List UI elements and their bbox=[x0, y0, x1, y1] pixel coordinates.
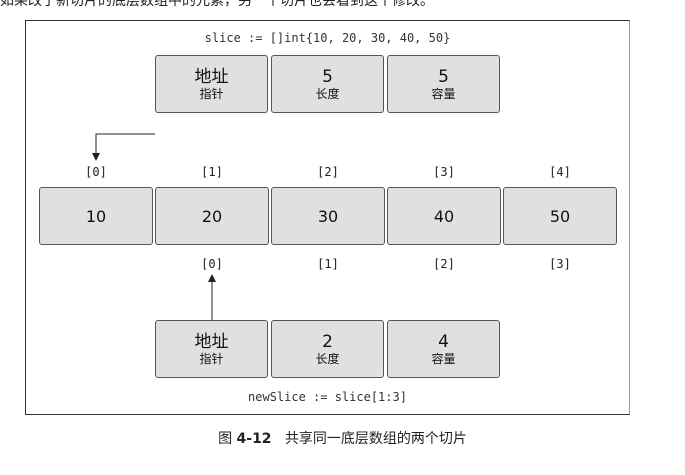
figure-caption-prefix: 图 bbox=[218, 431, 237, 447]
diagram-frame bbox=[25, 20, 630, 415]
array-cell: 30 bbox=[271, 187, 385, 245]
slice-capacity-value: 5 bbox=[438, 66, 449, 87]
newslice-capacity-label: 容量 bbox=[431, 351, 456, 366]
slice-length-box: 5 长度 bbox=[271, 55, 384, 113]
newslice-index-label: [2] bbox=[433, 257, 455, 271]
newslice-declaration: newSlice := slice[1:3] bbox=[248, 390, 407, 404]
slice-pointer-label: 地址 bbox=[194, 66, 229, 87]
slice-length-value: 5 bbox=[322, 66, 333, 87]
newslice-pointer-box: 地址 指针 bbox=[155, 320, 268, 378]
array-cell: 10 bbox=[39, 187, 153, 245]
newslice-pointer-sublabel: 指针 bbox=[199, 351, 224, 366]
array-index-label: [4] bbox=[549, 165, 571, 179]
slice-pointer-arrow bbox=[92, 133, 155, 161]
array-cell: 50 bbox=[503, 187, 617, 245]
previous-text-fragment: 如果改了新切片的底层数组中的元素，另一个切片也会看到这个修改。 bbox=[0, 0, 434, 9]
array-index-label: [3] bbox=[433, 165, 455, 179]
newslice-length-label: 长度 bbox=[315, 351, 340, 366]
newslice-capacity-value: 4 bbox=[438, 331, 449, 352]
newslice-pointer-label: 地址 bbox=[194, 331, 229, 352]
slice-capacity-box: 5 容量 bbox=[387, 55, 500, 113]
array-index-label: [1] bbox=[201, 165, 223, 179]
figure-caption-number: 4-12 bbox=[236, 431, 272, 447]
slice-declaration: slice := []int{10, 20, 30, 40, 50} bbox=[204, 31, 451, 45]
slice-capacity-label: 容量 bbox=[431, 86, 456, 101]
slice-pointer-box: 地址 指针 bbox=[155, 55, 268, 113]
newslice-index-label: [0] bbox=[201, 257, 223, 271]
array-index-label: [0] bbox=[85, 165, 107, 179]
newslice-index-label: [1] bbox=[317, 257, 339, 271]
slice-pointer-sublabel: 指针 bbox=[199, 86, 224, 101]
figure-caption-text: 共享同一底层数组的两个切片 bbox=[284, 431, 467, 447]
array-index-label: [2] bbox=[317, 165, 339, 179]
newslice-capacity-box: 4 容量 bbox=[387, 320, 500, 378]
slice-length-label: 长度 bbox=[315, 86, 340, 101]
newslice-index-label: [3] bbox=[549, 257, 571, 271]
figure-caption: 图 4-12 共享同一底层数组的两个切片 bbox=[0, 428, 685, 448]
array-cell: 40 bbox=[387, 187, 501, 245]
newslice-length-box: 2 长度 bbox=[271, 320, 384, 378]
newslice-length-value: 2 bbox=[322, 331, 333, 352]
array-cell: 20 bbox=[155, 187, 269, 245]
